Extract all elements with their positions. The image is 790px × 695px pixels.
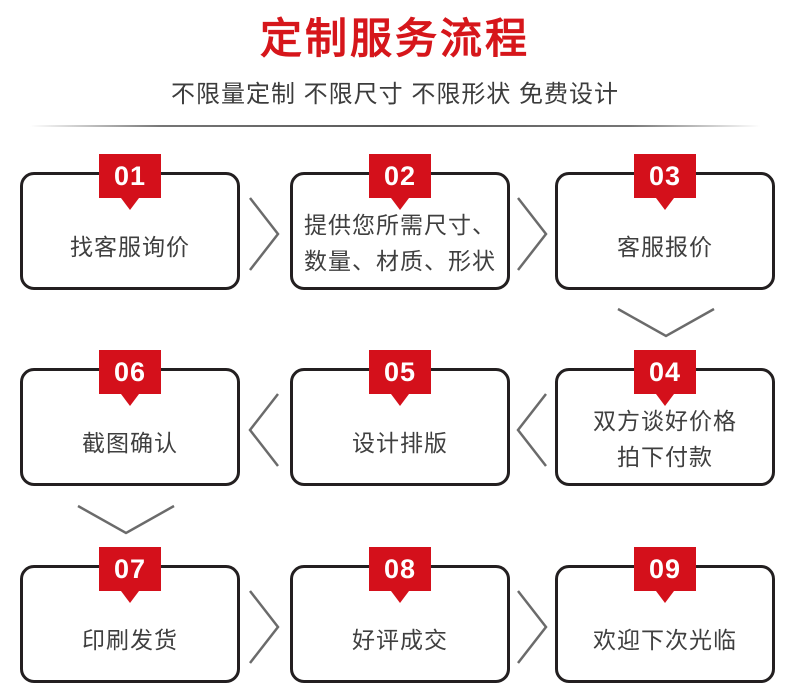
flow-step-08[interactable]: 08 好评成交 [290, 547, 510, 683]
badge-pointer-icon [391, 591, 409, 603]
connector-05-to-06 [244, 388, 286, 472]
flow-step-01[interactable]: 01 找客服询价 [20, 154, 240, 290]
flow-step-02-badge: 02 [369, 154, 431, 210]
flow-step-05[interactable]: 05 设计排版 [290, 350, 510, 486]
flow-step-03[interactable]: 03 客服报价 [555, 154, 775, 290]
flow-step-01-badge: 01 [99, 154, 161, 210]
flow-step-03-label: 客服报价 [617, 234, 713, 260]
flow-step-09-number: 09 [648, 554, 682, 584]
flow-step-06-badge: 06 [99, 350, 161, 406]
flow-step-02-label-line1: 提供您所需尺寸、 [304, 212, 496, 238]
flow-step-02-label-line2: 数量、材质、形状 [304, 248, 496, 274]
flow-step-08-badge: 08 [369, 547, 431, 603]
flow-step-07-badge: 07 [99, 547, 161, 603]
page-title: 定制服务流程 [259, 15, 530, 62]
header: 定制服务流程 不限量定制 不限尺寸 不限形状 免费设计 [0, 0, 790, 127]
badge-pointer-icon [391, 198, 409, 210]
connector-02-to-03 [512, 192, 554, 276]
flow-step-05-label: 设计排版 [352, 430, 448, 456]
flow-step-09-label: 欢迎下次光临 [593, 627, 737, 653]
header-divider [30, 125, 760, 127]
flow-step-04-label-line1: 双方谈好价格 [593, 408, 737, 434]
connector-06-to-07 [72, 500, 180, 540]
flow-step-09-badge: 09 [634, 547, 696, 603]
connector-04-to-05 [512, 388, 554, 472]
flow-step-01-number: 01 [113, 161, 147, 191]
connector-08-to-09 [512, 585, 554, 669]
flow-step-09[interactable]: 09 欢迎下次光临 [555, 547, 775, 683]
connector-03-to-04 [612, 303, 720, 343]
flow-step-07-label: 印刷发货 [82, 627, 178, 653]
flow-step-08-label: 好评成交 [352, 627, 448, 653]
badge-pointer-icon [391, 394, 409, 406]
flow-step-04-badge: 04 [634, 350, 696, 406]
badge-pointer-icon [121, 591, 139, 603]
connector-01-to-02 [244, 192, 286, 276]
flow-step-04-number: 04 [648, 357, 682, 387]
badge-pointer-icon [656, 591, 674, 603]
flow-step-06-number: 06 [113, 357, 147, 387]
flow-step-01-label: 找客服询价 [70, 234, 190, 260]
flow-step-06-label: 截图确认 [82, 430, 178, 456]
flow-step-05-badge: 05 [369, 350, 431, 406]
flow-step-07-number: 07 [113, 554, 147, 584]
flow-step-05-number: 05 [383, 357, 417, 387]
flow-step-06[interactable]: 06 截图确认 [20, 350, 240, 486]
badge-pointer-icon [656, 198, 674, 210]
flow-step-04[interactable]: 04 双方谈好价格 拍下付款 [555, 350, 775, 486]
flow-step-02-number: 02 [383, 161, 417, 191]
flow-step-08-number: 08 [383, 554, 417, 584]
badge-pointer-icon [656, 394, 674, 406]
connector-07-to-08 [244, 585, 286, 669]
badge-pointer-icon [121, 394, 139, 406]
flow-step-03-badge: 03 [634, 154, 696, 210]
flow-step-02[interactable]: 02 提供您所需尺寸、 数量、材质、形状 [290, 154, 510, 290]
page-subtitle: 不限量定制 不限尺寸 不限形状 免费设计 [170, 81, 619, 108]
flow-step-03-number: 03 [648, 161, 682, 191]
flow-step-04-label-line2: 拍下付款 [617, 444, 713, 470]
flow-step-07[interactable]: 07 印刷发货 [20, 547, 240, 683]
badge-pointer-icon [121, 198, 139, 210]
